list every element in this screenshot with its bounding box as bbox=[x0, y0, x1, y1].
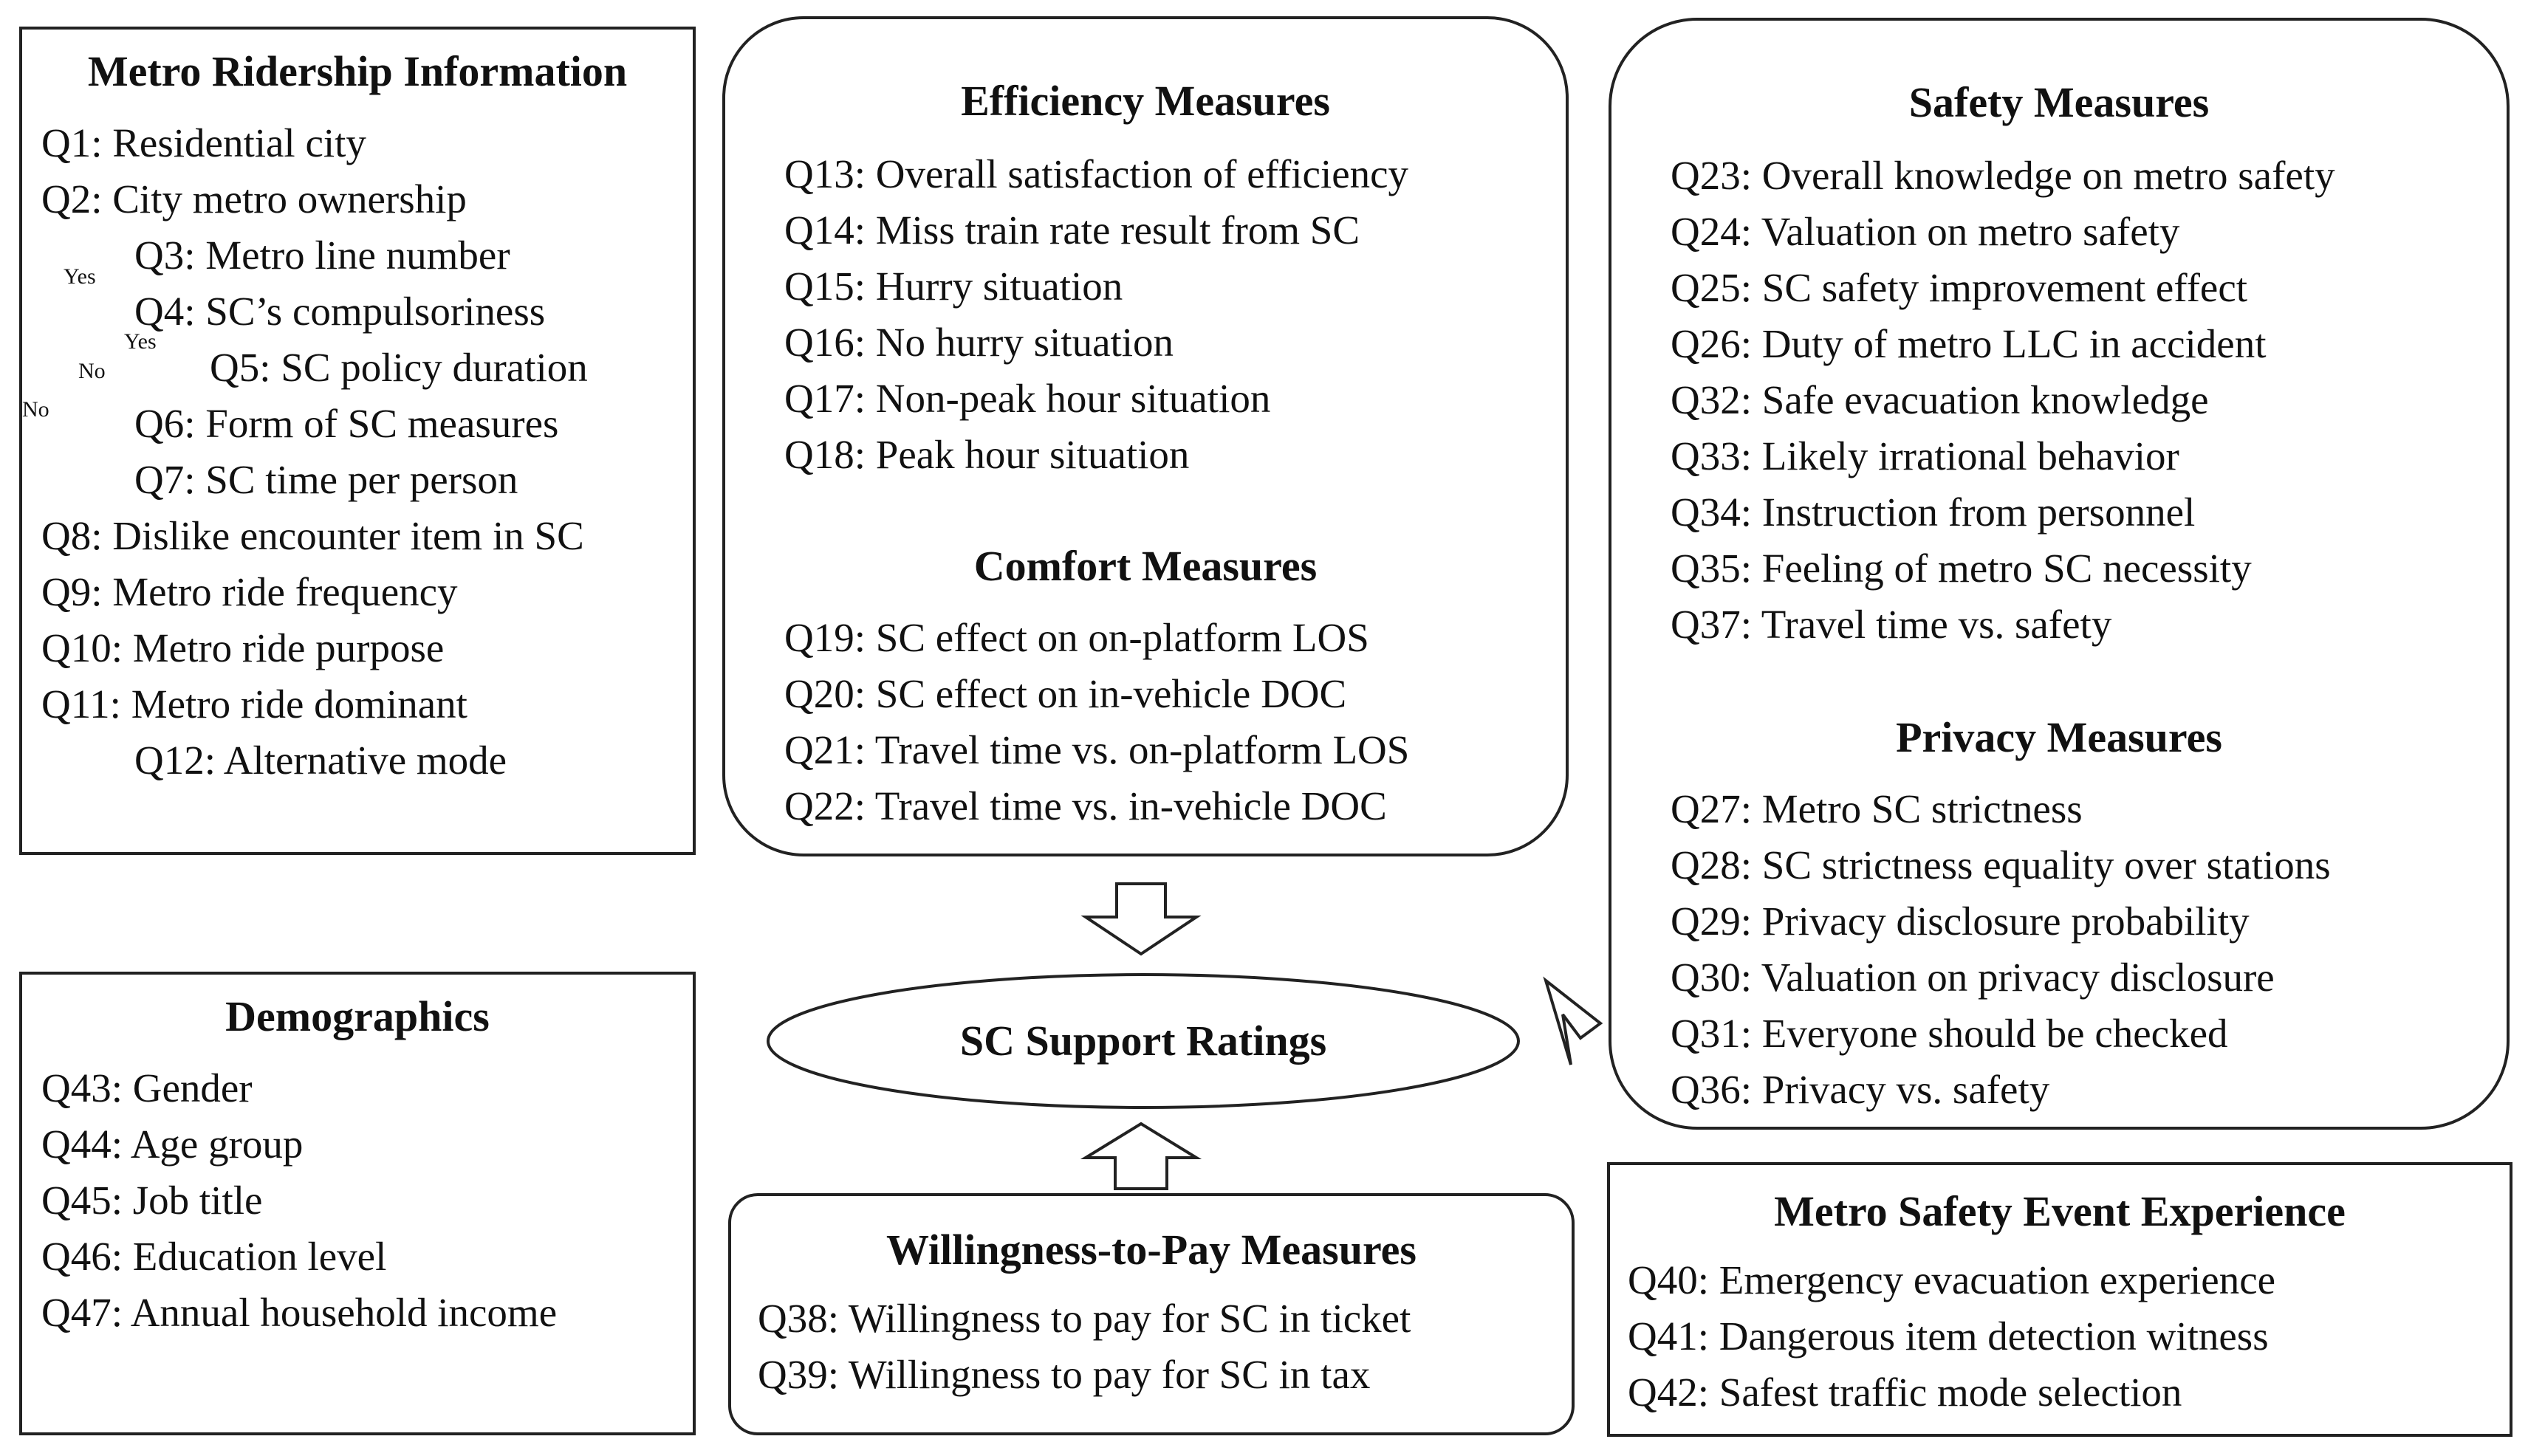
ridership-list: Q1: Residential city Q2: City metro owne… bbox=[41, 115, 588, 789]
down-arrow-from-efficiency bbox=[1080, 882, 1202, 956]
demographics-list: Q43: Gender Q44: Age group Q45: Job titl… bbox=[41, 1060, 557, 1341]
list-item: Q30: Valuation on privacy disclosure bbox=[1671, 955, 2275, 1000]
list-item: Q33: Likely irrational behavior bbox=[1671, 433, 2179, 478]
list-item: Q23: Overall knowledge on metro safety bbox=[1671, 153, 2335, 198]
list-item: Q9: Metro ride frequency bbox=[41, 569, 458, 614]
demographics-title: Demographics bbox=[225, 992, 490, 1040]
support-ellipse bbox=[767, 973, 1520, 1109]
privacy-list: Q27: Metro SC strictness Q28: SC strictn… bbox=[1671, 781, 2331, 1118]
support-label: SC Support Ratings bbox=[959, 1017, 1327, 1065]
list-item: Q39: Willingness to pay for SC in tax bbox=[758, 1352, 1371, 1397]
list-item: Q36: Privacy vs. safety bbox=[1671, 1067, 2050, 1112]
list-item: Q14: Miss train rate result from SC bbox=[784, 207, 1360, 253]
wtp-box: Willingness-to-Pay Measures Q38: Willing… bbox=[728, 1193, 1575, 1435]
comfort-list: Q19: SC effect on on-platform LOS Q20: S… bbox=[784, 610, 1409, 834]
wtp-title: Willingness-to-Pay Measures bbox=[886, 1226, 1417, 1274]
list-item: Q20: SC effect on in-vehicle DOC bbox=[784, 671, 1347, 716]
efficiency-title: Efficiency Measures bbox=[961, 77, 1330, 125]
list-item: Q29: Privacy disclosure probability bbox=[1671, 899, 2250, 944]
branch-label-yes-outer: Yes bbox=[64, 264, 96, 289]
branch-label-no-inner: No bbox=[78, 359, 106, 383]
privacy-title: Privacy Measures bbox=[1896, 713, 2222, 761]
list-item: Q18: Peak hour situation bbox=[784, 432, 1190, 477]
up-arrow-from-wtp bbox=[1080, 1122, 1202, 1190]
list-item: Q19: SC effect on on-platform LOS bbox=[784, 615, 1369, 660]
demographics-box: Demographics Q43: Gender Q44: Age group … bbox=[19, 972, 696, 1435]
efficiency-list: Q13: Overall satisfaction of efficiency … bbox=[784, 146, 1408, 483]
list-item: Q11: Metro ride dominant bbox=[41, 681, 467, 727]
list-item: Q37: Travel time vs. safety bbox=[1671, 602, 2112, 647]
safety-privacy-box: Safety Measures Q23: Overall knowledge o… bbox=[1609, 18, 2510, 1130]
list-item: Q8: Dislike encounter item in SC bbox=[41, 513, 584, 558]
list-item: Q17: Non-peak hour situation bbox=[784, 376, 1271, 421]
list-item: Q4: SC’s compulsoriness bbox=[134, 289, 546, 334]
branch-label-yes-inner: Yes bbox=[124, 329, 157, 354]
list-item: Q6: Form of SC measures bbox=[134, 401, 559, 446]
list-item: Q45: Job title bbox=[41, 1178, 263, 1223]
list-item: Q41: Dangerous item detection witness bbox=[1628, 1314, 2269, 1359]
list-item: Q12: Alternative mode bbox=[134, 738, 507, 783]
list-item: Q21: Travel time vs. on-platform LOS bbox=[784, 727, 1410, 772]
safety-list: Q23: Overall knowledge on metro safety Q… bbox=[1671, 148, 2335, 653]
list-item: Q32: Safe evacuation knowledge bbox=[1671, 377, 2209, 422]
list-item: Q44: Age group bbox=[41, 1122, 304, 1167]
list-item: Q26: Duty of metro LLC in accident bbox=[1671, 321, 2267, 366]
list-item: Q7: SC time per person bbox=[134, 457, 518, 502]
list-item: Q38: Willingness to pay for SC in ticket bbox=[758, 1296, 1411, 1341]
list-item: Q34: Instruction from personnel bbox=[1671, 490, 2196, 535]
list-item: Q27: Metro SC strictness bbox=[1671, 786, 2083, 831]
list-item: Q1: Residential city bbox=[41, 120, 366, 165]
list-item: Q46: Education level bbox=[41, 1234, 387, 1279]
event-title: Metro Safety Event Experience bbox=[1774, 1187, 2346, 1235]
list-item: Q2: City metro ownership bbox=[41, 176, 467, 222]
list-item: Q22: Travel time vs. in-vehicle DOC bbox=[784, 783, 1387, 828]
list-item: Q13: Overall satisfaction of efficiency bbox=[784, 151, 1409, 196]
list-item: Q25: SC safety improvement effect bbox=[1671, 265, 2248, 310]
list-item: Q40: Emergency evacuation experience bbox=[1628, 1257, 2276, 1302]
list-item: Q15: Hurry situation bbox=[784, 264, 1123, 309]
list-item: Q42: Safest traffic mode selection bbox=[1628, 1370, 2182, 1415]
wtp-list: Q38: Willingness to pay for SC in ticket… bbox=[758, 1291, 1411, 1403]
safety-title: Safety Measures bbox=[1908, 78, 2210, 126]
ridership-title: Metro Ridership Information bbox=[87, 47, 628, 95]
event-list: Q40: Emergency evacuation experience Q41… bbox=[1628, 1252, 2275, 1421]
branch-label-no-outer: No bbox=[22, 397, 49, 422]
list-item: Q28: SC strictness equality over station… bbox=[1671, 842, 2331, 887]
efficiency-comfort-box: Efficiency Measures Q13: Overall satisfa… bbox=[722, 16, 1569, 856]
list-item: Q24: Valuation on metro safety bbox=[1671, 209, 2180, 254]
list-item: Q31: Everyone should be checked bbox=[1671, 1011, 2228, 1056]
list-item: Q35: Feeling of metro SC necessity bbox=[1671, 546, 2252, 591]
list-item: Q5: SC policy duration bbox=[210, 345, 588, 390]
event-box: Metro Safety Event Experience Q40: Emerg… bbox=[1607, 1162, 2512, 1437]
left-arrow-from-safety bbox=[1543, 976, 1603, 1065]
list-item: Q16: No hurry situation bbox=[784, 320, 1174, 365]
list-item: Q47: Annual household income bbox=[41, 1290, 558, 1335]
list-item: Q43: Gender bbox=[41, 1065, 253, 1110]
comfort-title: Comfort Measures bbox=[973, 542, 1318, 590]
list-item: Q10: Metro ride purpose bbox=[41, 625, 445, 670]
ridership-box: Metro Ridership Information Q1: Resident… bbox=[19, 27, 696, 855]
list-item: Q3: Metro line number bbox=[134, 233, 510, 278]
